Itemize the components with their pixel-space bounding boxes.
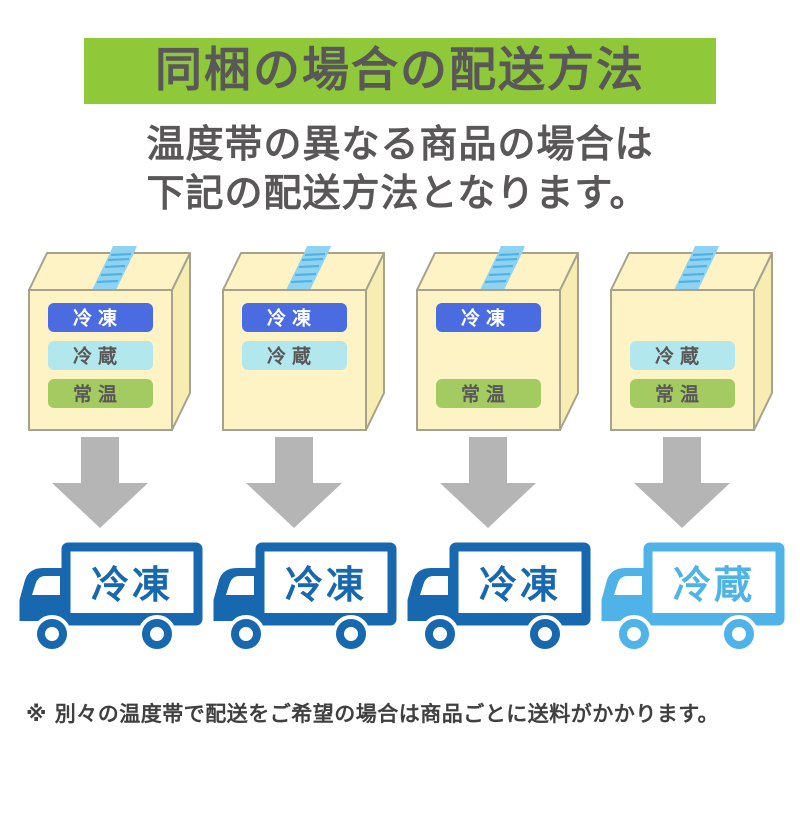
temp-label-text: 冷凍 [461,306,511,329]
truck-temperature-text: 冷蔵 [673,563,755,607]
temp-label-text: 常温 [73,382,123,405]
down-arrow-icon [440,436,536,528]
down-arrow-icon [634,436,730,528]
shipping-column: 冷凍冷蔵常温 冷凍 [14,245,204,658]
down-arrow-icon [246,436,342,528]
temp-label-text: 冷蔵 [655,344,705,367]
truck-temperature-text: 冷凍 [91,563,173,607]
footnote: ※ 別々の温度帯で配送をご希望の場合は商品ごとに送料がかかります。 [26,701,720,726]
temp-label-text: 冷蔵 [267,344,317,367]
temp-label-chilled [48,340,153,370]
temp-label-frozen [242,302,347,332]
shipping-column: 冷蔵常温 冷蔵 [596,245,786,658]
truck-wheels [421,614,564,653]
truck-chassis [407,612,586,621]
truck-temperature-text: 冷凍 [479,563,561,607]
truck-chassis [213,612,392,621]
truck-temperature-text: 冷凍 [285,563,367,607]
shipping-column: 冷凍冷蔵 冷凍 [208,245,398,658]
truck-wheels [33,614,176,653]
truck-wheels [615,614,758,653]
truck-wheels [227,614,370,653]
shipping-columns: 冷凍冷蔵常温 冷凍 [0,245,800,658]
temp-label-ambient [630,378,735,408]
temp-label-text: 冷凍 [73,306,123,329]
packing-tape-icon [92,245,137,290]
temp-label-ambient [436,378,541,408]
temp-label-text: 冷凍 [267,306,317,329]
delivery-truck-icon: 冷凍 [19,542,203,653]
temp-label-frozen [436,302,541,332]
delivery-truck-icon: 冷凍 [213,542,397,653]
delivery-truck-icon: 冷凍 [407,542,591,653]
shipping-column: 冷凍常温 冷凍 [402,245,592,658]
subtitle-line-1: 温度帯の異なる商品の場合は [146,122,654,166]
truck-window [420,575,448,595]
down-arrow-icon [52,436,148,528]
packing-tape-icon [286,245,331,290]
packing-tape-icon [480,245,525,290]
truck-window [226,575,254,595]
temp-label-text: 常温 [655,382,705,405]
page-title: 同梱の場合の配送方法 [84,38,716,104]
subtitle: 温度帯の異なる商品の場合は 下記の配送方法となります。 [146,120,653,219]
truck-chassis [19,612,198,621]
subtitle-line-2: 下記の配送方法となります。 [146,171,649,216]
temp-label-chilled [630,340,735,370]
packing-tape-icon [674,245,719,290]
temp-label-text: 常温 [461,382,511,405]
temp-label-chilled [242,340,347,370]
truck-chassis [601,612,780,621]
temp-label-frozen [48,302,153,332]
truck-window [614,575,642,595]
temp-label-text: 冷蔵 [73,344,123,367]
truck-window [32,575,60,595]
delivery-truck-icon: 冷蔵 [601,542,785,653]
shipping-info-graphic: 同梱の場合の配送方法 温度帯の異なる商品の場合は 下記の配送方法となります。 冷… [0,38,800,838]
temp-label-ambient [48,378,153,408]
